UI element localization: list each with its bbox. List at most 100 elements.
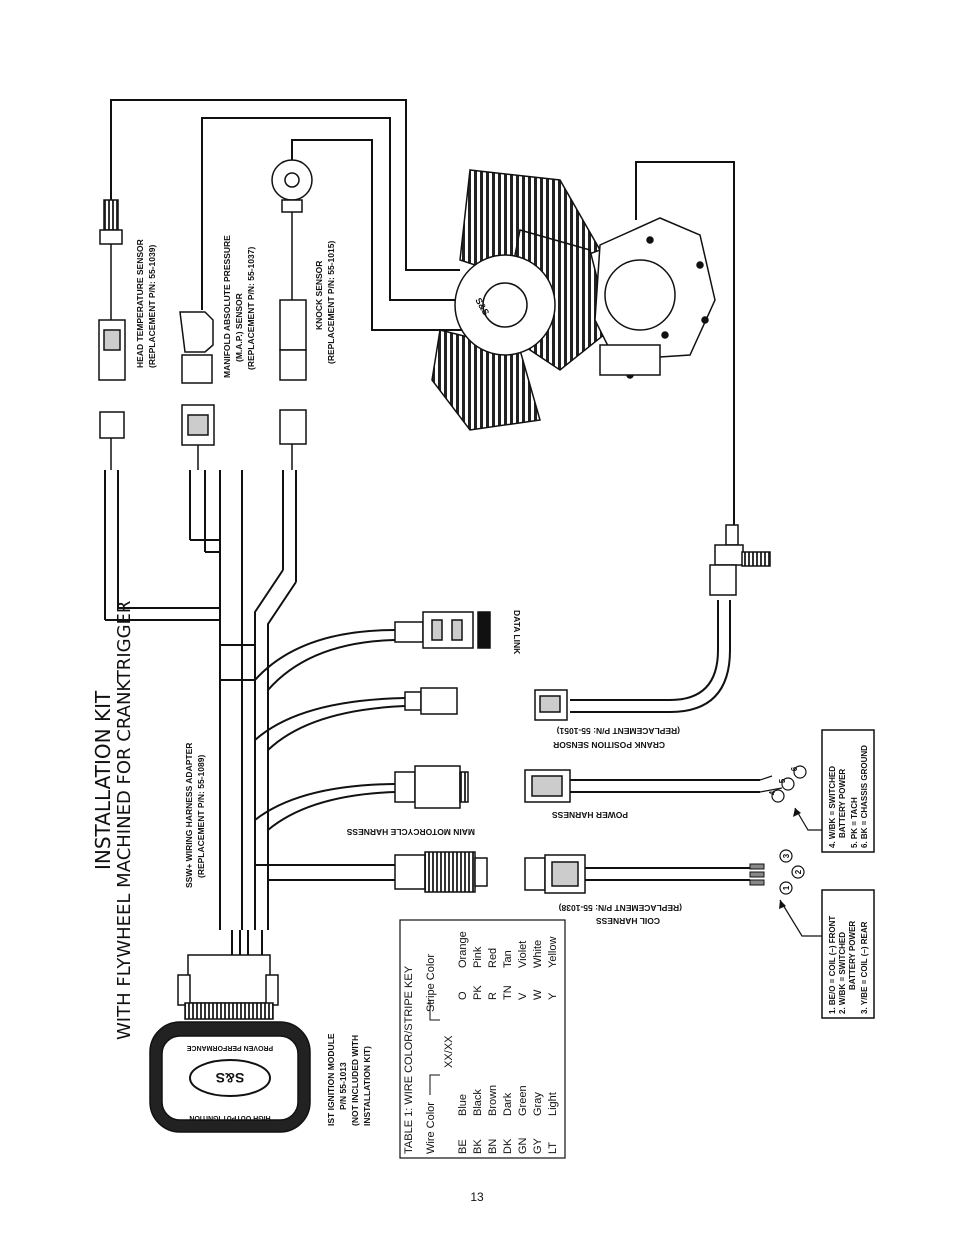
- main-harness-label: MAIN MOTORCYCLE HARNESS: [346, 827, 475, 837]
- adapter-label-1: SSW+ WIRING HARNESS ADAPTER: [184, 743, 194, 888]
- coil-key-4: 3. Y/BE = COIL (–) REAR: [860, 921, 869, 1014]
- wire-name-0: Blue: [457, 1094, 469, 1116]
- wire-code-0: BE: [457, 1139, 469, 1154]
- ignition-module-label: IST IGNITION MODULE P/N 55-1013 (NOT INC…: [326, 1033, 372, 1126]
- module-label-2: P/N 55-1013: [338, 1062, 348, 1110]
- stripe-name-6: Yellow: [547, 937, 559, 968]
- page-number: 13: [470, 1190, 484, 1204]
- coil-key-text: 1. BE/O = COIL (–) FRONT 2. W/BK = SWITC…: [828, 916, 869, 1014]
- wire-name-6: Light: [547, 1092, 559, 1116]
- wire-code-4: GN: [517, 1137, 529, 1154]
- coil-pin-callouts: [779, 849, 805, 895]
- ignition-module-connector: [177, 954, 279, 1020]
- crank-position-sensor: [534, 524, 771, 721]
- power-pin-callouts: [759, 765, 807, 803]
- stripe-code-0: O: [457, 991, 469, 1000]
- power-key-text: 4. W/BK = SWITCHED BATTERY POWER 5. PK =…: [828, 745, 869, 848]
- diagram-title: INSTALLATION KIT WITH FLYWHEEL MACHINED …: [91, 601, 135, 1040]
- coil-key-1: 1. BE/O = COIL (–) FRONT: [828, 916, 837, 1014]
- stripe-color-bracket: [429, 1000, 440, 1021]
- main-harness-connector: [394, 765, 469, 809]
- map-label-3: (REPLACEMENT P/N: 55-1037): [246, 247, 256, 370]
- power-key-leader: [794, 807, 822, 831]
- coil-key-3: BATTERY POWER: [848, 921, 857, 990]
- wire-code-2: BN: [487, 1139, 499, 1154]
- title-line1: INSTALLATION KIT: [91, 690, 115, 870]
- power-key-3: 5. PK = TACH: [850, 797, 859, 848]
- coil-key-leader: [779, 899, 822, 937]
- knock-label-1: KNOCK SENSOR: [314, 261, 324, 330]
- power-key-1: 4. W/BK = SWITCHED: [828, 766, 837, 848]
- module-label-1: IST IGNITION MODULE: [326, 1033, 336, 1126]
- title-line2: WITH FLYWHEEL MACHINED FOR CRANKTRIGGER: [114, 601, 135, 1040]
- power-pin-5: 5: [778, 778, 787, 783]
- power-pin-6: 6: [790, 766, 799, 771]
- head-temperature-sensor: [98, 199, 126, 470]
- stripe-color-label: Stripe Color: [425, 954, 437, 1012]
- stripe-code-6: Y: [547, 992, 559, 1000]
- engine-illustration: [431, 169, 716, 431]
- head-temp-label-1: HEAD TEMPERATURE SENSOR: [135, 239, 145, 368]
- wire-code-1: BK: [472, 1139, 484, 1154]
- coil-key-box: [821, 889, 875, 1019]
- knock-label-2: (REPLACEMENT P/N: 55-1015): [326, 241, 336, 364]
- small-connector: [404, 687, 458, 715]
- stripe-name-2: Red: [487, 948, 499, 968]
- data-link-label: DATA LINK: [512, 610, 522, 655]
- stripe-code-2: R: [487, 992, 499, 1000]
- coil-terminals: [749, 863, 765, 886]
- power-pin-4: 4: [768, 790, 777, 795]
- stripe-name-1: Pink: [472, 946, 484, 968]
- coil-key-arrow: [779, 900, 786, 909]
- power-key-2: BATTERY POWER: [838, 769, 847, 838]
- power-harness-connector: [524, 769, 571, 803]
- coil-pin-1: 1: [782, 885, 791, 890]
- wire-color-rows: BE Blue BK Black BN Brown DK Dark GN Gre…: [457, 1085, 559, 1154]
- wire-color-bracket: [429, 1074, 440, 1095]
- head-temp-label-2: (REPLACEMENT P/N: 55-1039): [147, 245, 157, 368]
- crank-label-2: (REPLACEMENT P/N: 55-1051): [557, 726, 680, 736]
- wire-name-3: Dark: [502, 1092, 514, 1116]
- module-top-text: PROVEN PERFORMANCE: [186, 1044, 273, 1051]
- power-key-arrow: [793, 808, 801, 817]
- coil-harness-label: COIL HARNESS (REPLACEMENT P/N: 55-1038): [559, 903, 682, 926]
- stripe-name-4: Violet: [517, 941, 529, 968]
- head-temp-label: HEAD TEMPERATURE SENSOR (REPLACEMENT P/N…: [135, 239, 157, 368]
- module-logo: S&S: [216, 1070, 245, 1086]
- wire-name-5: Gray: [532, 1092, 544, 1116]
- stripe-name-5: White: [532, 940, 544, 968]
- stripe-code-5: W: [532, 989, 544, 1000]
- coil-pin-3: 3: [782, 853, 791, 858]
- stripe-color-rows: O Orange PK Pink R Red TN Tan V Violet W…: [457, 931, 559, 1000]
- wire-runs: [104, 99, 760, 955]
- harness-adapter-label: SSW+ WIRING HARNESS ADAPTER (REPLACEMENT…: [184, 743, 206, 888]
- crank-label-1: CRANK POSITION SENSOR: [553, 740, 665, 750]
- adapter-label-2: (REPLACEMENT P/N: 55-1089): [196, 755, 206, 878]
- ignition-module: [149, 1021, 311, 1133]
- harness-coil-connector: [394, 851, 488, 893]
- module-bottom-text: HIGH OUTPUT IGNITION: [189, 1114, 270, 1121]
- coil-label-2: (REPLACEMENT P/N: 55-1038): [559, 903, 682, 913]
- coil-label-1: COIL HARNESS: [596, 916, 660, 926]
- color-table-title: TABLE 1: WIRE COLOR/STRIPE KEY: [403, 965, 415, 1154]
- power-key-box: [821, 729, 875, 853]
- wire-code-3: DK: [502, 1138, 514, 1154]
- coil-harness-connector: [524, 854, 586, 894]
- stripe-name-0: Orange: [457, 931, 469, 968]
- color-table-box: [399, 919, 566, 1159]
- map-label-2: (M.A.P.) SENSOR: [234, 293, 244, 362]
- coil-pin-2: 2: [794, 869, 803, 874]
- wire-color-label: Wire Color: [425, 1102, 437, 1154]
- wire-name-4: Green: [517, 1085, 529, 1116]
- stripe-code-3: TN: [502, 985, 514, 1000]
- data-link-connector: [394, 611, 491, 649]
- stripe-pattern: XX/XX: [443, 1035, 455, 1068]
- wire-code-6: LT: [547, 1142, 559, 1154]
- stripe-code-4: V: [517, 992, 529, 1000]
- map-sensor: [179, 311, 215, 470]
- stripe-name-3: Tan: [502, 950, 514, 968]
- power-harness-label: POWER HARNESS: [552, 810, 628, 820]
- stripe-code-1: PK: [472, 985, 484, 1000]
- coil-key-2: 2. W/BK = SWITCHED: [838, 932, 847, 1014]
